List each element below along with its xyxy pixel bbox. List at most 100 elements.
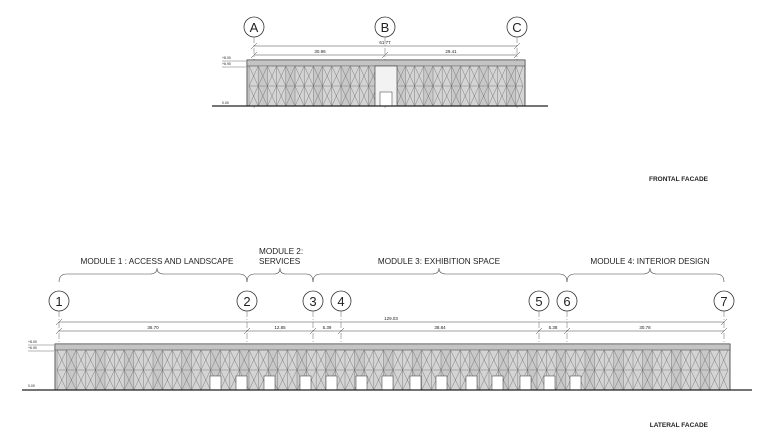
lateral-door <box>543 375 556 391</box>
lateral-brace <box>671 349 682 371</box>
lateral-brace <box>306 349 317 371</box>
frontal-brace <box>304 65 314 87</box>
lateral-brace <box>719 369 729 391</box>
lateral-brace <box>296 349 307 371</box>
frontal-brace <box>258 85 268 107</box>
frontal-brace <box>515 65 524 87</box>
level-mark: 0.00 <box>222 101 229 105</box>
frontal-brace <box>359 65 369 87</box>
lateral-brace <box>642 369 653 391</box>
frontal-brace <box>451 85 461 107</box>
lateral-brace <box>124 349 134 371</box>
frontal-brace <box>515 85 524 107</box>
level-mark: +8.00 <box>28 340 37 344</box>
lateral-brace <box>460 349 470 371</box>
frontal-brace <box>488 85 498 107</box>
lateral-brace <box>508 369 518 391</box>
lateral-door <box>263 375 276 391</box>
lateral-brace <box>652 369 662 391</box>
level-mark: +8.00 <box>222 56 231 60</box>
lateral-brace <box>287 349 298 371</box>
frontal-building <box>246 59 526 107</box>
frontal-brace <box>478 65 489 87</box>
lateral-door <box>491 375 504 391</box>
lateral-brace <box>287 369 298 391</box>
module-label: SERVICES <box>259 257 301 266</box>
lateral-brace <box>56 369 67 391</box>
lateral-brace <box>373 369 384 391</box>
frontal-brace <box>285 65 296 87</box>
frontal-brace <box>432 65 443 87</box>
lateral-brace <box>594 349 605 371</box>
lateral-brace <box>220 369 230 391</box>
lateral-brace <box>623 349 634 371</box>
frontal-brace <box>248 65 259 87</box>
grid-label-7: 7 <box>720 294 727 309</box>
lateral-brace <box>565 349 576 371</box>
lateral-door <box>569 375 582 391</box>
lateral-brace <box>152 369 163 391</box>
frontal-brace <box>350 65 360 87</box>
lateral-dimension-lines <box>55 318 728 335</box>
frontal-facade: A B C 61.77 30.96 29.41 +8.00 +6 <box>212 16 709 183</box>
lateral-bay-dimension: 5.38 <box>549 325 558 330</box>
lateral-brace <box>239 349 250 371</box>
lateral-brace <box>421 369 432 391</box>
frontal-bay-dimension: 29.41 <box>445 49 457 54</box>
frontal-brace <box>248 85 259 107</box>
frontal-brace <box>331 85 342 107</box>
module-label: MODULE 1 : ACCESS AND LANDSCAPE <box>81 257 234 266</box>
lateral-bay-dimension: 5.39 <box>323 325 332 330</box>
lateral-brace <box>613 369 624 391</box>
lateral-brace <box>56 349 67 371</box>
lateral-brace <box>354 349 365 371</box>
lateral-facade-caption: LATERAL FACADE <box>650 422 709 429</box>
lateral-brace <box>143 369 154 391</box>
lateral-brace <box>527 349 538 371</box>
lateral-brace <box>229 349 240 371</box>
lateral-door <box>355 375 368 391</box>
lateral-brace <box>632 349 643 371</box>
lateral-door <box>465 375 478 391</box>
lateral-brace <box>690 349 701 371</box>
frontal-brace <box>460 65 470 87</box>
lateral-brace <box>95 349 106 371</box>
lateral-brace <box>114 369 125 391</box>
lateral-bay-dimension: 30.78 <box>639 325 651 330</box>
lateral-brace <box>632 369 643 391</box>
frontal-brace <box>313 65 323 87</box>
lateral-brace <box>546 349 557 371</box>
lateral-overall-dimension: 129.03 <box>384 316 398 321</box>
frontal-grid-bubbles: A B C <box>243 16 528 38</box>
frontal-brace <box>340 85 351 107</box>
module-braces <box>58 267 725 283</box>
lateral-brace <box>162 349 173 371</box>
lateral-brace <box>258 349 269 371</box>
lateral-brace <box>690 369 701 391</box>
grid-label-1: 1 <box>55 294 62 309</box>
frontal-brace <box>506 85 516 107</box>
lateral-brace <box>181 349 192 371</box>
lateral-brace <box>508 349 518 371</box>
lateral-brace <box>325 349 336 371</box>
lateral-grid-bubbles: 1 2 3 4 5 6 7 <box>48 290 735 312</box>
lateral-brace <box>85 369 96 391</box>
frontal-brace <box>405 85 415 107</box>
grid-label-2: 2 <box>243 294 250 309</box>
lateral-brace <box>181 369 192 391</box>
lateral-brace <box>536 369 547 391</box>
lateral-brace <box>200 349 211 371</box>
level-mark: +6.90 <box>222 62 231 66</box>
lateral-brace <box>709 369 720 391</box>
grid-label-3: 3 <box>309 294 316 309</box>
lateral-brace <box>402 369 413 391</box>
frontal-overall-dimension: 61.77 <box>379 40 391 45</box>
frontal-brace <box>267 65 277 87</box>
frontal-brace <box>396 85 406 107</box>
lateral-brace <box>277 349 288 371</box>
lateral-brace <box>104 349 115 371</box>
frontal-brace <box>469 85 480 107</box>
frontal-brace <box>442 85 452 107</box>
lateral-brace <box>402 349 413 371</box>
